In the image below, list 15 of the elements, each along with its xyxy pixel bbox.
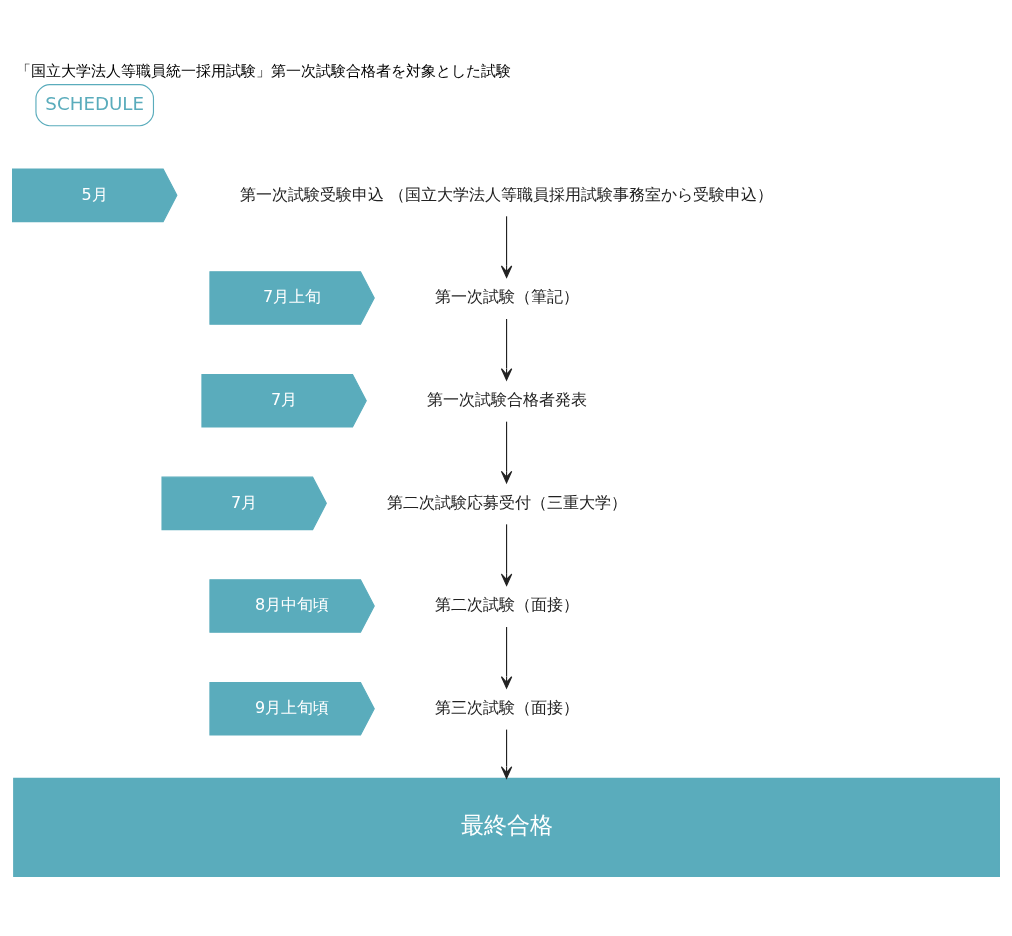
node-text: 第一次試験（筆記） [434, 287, 579, 307]
node-text: 第二次試験（面接） [434, 595, 579, 615]
node-box: SCHEDULE [35, 84, 155, 127]
arrow [500, 318, 513, 381]
arrow [500, 421, 513, 484]
diagram-title: 「国立大学法人等職員統一採用試験」第一次試験合格者を対象とした試験 [16, 61, 512, 79]
node-text: 第二次試験応募受付（三重大学） [386, 492, 627, 512]
node-text: 第一次試験合格者発表 [426, 389, 587, 409]
node-text: 第一次試験受験申込 （国立大学法人等職員採用試験事務室から受験申込） [240, 184, 774, 204]
node-box: 最終合格 [13, 777, 1000, 877]
arrow [500, 729, 513, 779]
arrow [500, 523, 513, 587]
arrow [500, 626, 513, 689]
node-text: 第三次試験（面接） [434, 697, 579, 717]
arrow [500, 215, 513, 278]
